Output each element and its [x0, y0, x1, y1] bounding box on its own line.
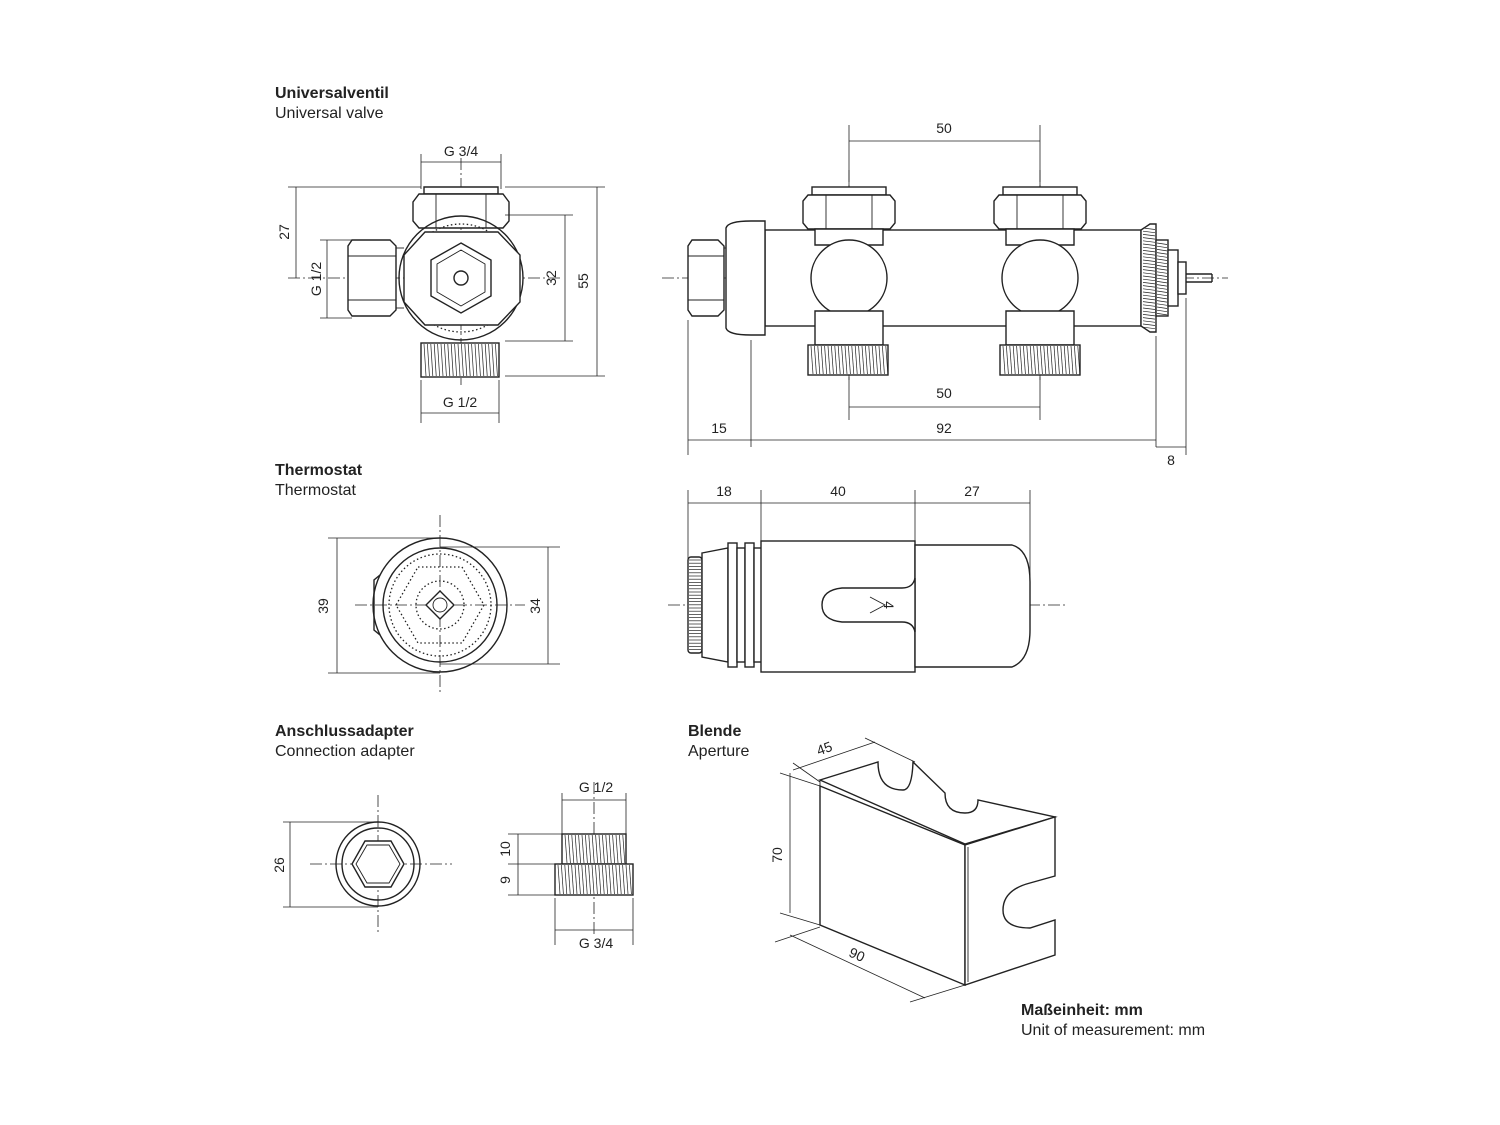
adapter-9-label: 9: [497, 876, 513, 884]
thermo-27-label: 27: [964, 483, 980, 499]
adapter-top-label: G 1/2: [579, 779, 613, 795]
valve-heading: Universalventil Universal valve: [275, 84, 389, 124]
valve-side-left-label: G 1/2: [308, 262, 324, 296]
aperture-iso-view: 45 70 90: [769, 737, 1058, 1003]
aperture-heading: Blende Aperture: [688, 722, 749, 762]
valve-front-mid-label: 50: [936, 385, 952, 401]
adapter-end-view: 26: [271, 795, 452, 932]
thermostat-end-view: 39 34: [315, 515, 560, 695]
valve-front-92-label: 92: [936, 420, 952, 436]
valve-side-55-label: 55: [575, 273, 591, 289]
thermostat-title-en: Thermostat: [275, 482, 356, 499]
units-title-en: Unit of measurement: mm: [1021, 1022, 1206, 1039]
adapter-bottom-label: G 3/4: [579, 935, 613, 951]
adapter-side-view: G 1/2 G 3/4 10 9: [497, 779, 634, 951]
thermo-39-label: 39: [315, 598, 331, 614]
valve-front-top-label: 50: [936, 120, 952, 136]
units-title-de: Maßeinheit: mm: [1021, 1002, 1143, 1019]
thermostat-title-de: Thermostat: [275, 462, 363, 479]
aperture-70-label: 70: [769, 847, 785, 863]
adapter-title-en: Connection adapter: [275, 743, 415, 760]
thermo-34-label: 34: [527, 598, 543, 614]
valve-side-27-label: 27: [276, 224, 292, 240]
valve-title-en: Universal valve: [275, 105, 384, 122]
valve-side-32-label: 32: [543, 270, 559, 286]
valve-front-8-label: 8: [1167, 452, 1175, 468]
aperture-90-label: 90: [847, 944, 868, 965]
adapter-26-label: 26: [271, 857, 287, 873]
thermo-scale-mark: 4: [881, 601, 897, 609]
valve-port-left: [802, 186, 896, 376]
thermo-18-label: 18: [716, 483, 732, 499]
valve-front-15-label: 15: [711, 420, 727, 436]
adapter-10-label: 10: [497, 841, 513, 857]
valve-side-top-label: G 3/4: [444, 143, 478, 159]
thermostat-side-view: 4 18 40 27: [668, 483, 1066, 673]
valve-side-bottom-label: G 1/2: [443, 394, 477, 410]
thermo-40-label: 40: [830, 483, 846, 499]
thermostat-heading: Thermostat Thermostat: [275, 461, 362, 501]
valve-title-de: Universalventil: [275, 85, 389, 102]
valve-front-view: 50 50 15 92 8: [662, 120, 1228, 468]
aperture-title-en: Aperture: [688, 743, 750, 760]
adapter-heading: Anschlussadapter Connection adapter: [275, 722, 415, 762]
valve-port-right: [993, 186, 1087, 376]
aperture-title-de: Blende: [688, 723, 742, 740]
valve-side-view: G 3/4 G 1/2 G 1/2 27 32 55: [276, 143, 605, 423]
aperture-45-label: 45: [814, 738, 834, 758]
adapter-title-de: Anschlussadapter: [275, 723, 414, 740]
units-note: Maßeinheit: mm Unit of measurement: mm: [1021, 1001, 1205, 1041]
